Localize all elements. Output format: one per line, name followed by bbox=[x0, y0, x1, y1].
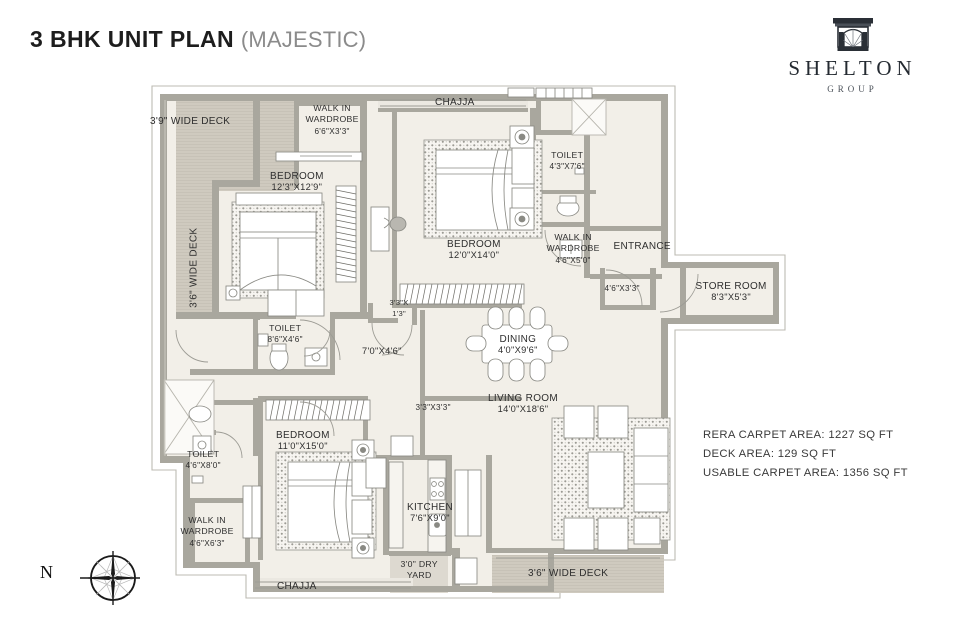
toilet-fixtures-common bbox=[257, 333, 328, 371]
brand-name: SHELTON bbox=[788, 56, 917, 80]
wardrobe-hatch-bedroom-3 bbox=[265, 399, 371, 421]
duct-top-right bbox=[571, 98, 607, 136]
compass-north-label: N bbox=[40, 562, 53, 582]
compass-rose: N bbox=[40, 540, 150, 615]
bed-bedroom-3 bbox=[242, 439, 377, 559]
page-title-main: 3 BHK UNIT PLAN bbox=[30, 26, 235, 52]
bed-master bbox=[423, 125, 543, 239]
sink-icon bbox=[428, 513, 447, 537]
kitchen-fixtures bbox=[365, 435, 482, 585]
wardrobe-shelf-1 bbox=[275, 151, 363, 162]
store-room-fill bbox=[686, 266, 774, 320]
area-legend: RERA CARPET AREA: 1227 SQ FT DECK AREA: … bbox=[703, 426, 908, 483]
bed-bedroom-1 bbox=[225, 192, 325, 317]
archway-gate-icon bbox=[775, 18, 930, 52]
living-room-furniture bbox=[551, 405, 671, 551]
utility-counter-top bbox=[507, 87, 593, 99]
duct-shafts bbox=[163, 98, 607, 455]
deck-area: DECK AREA: 129 SQ FT bbox=[703, 448, 837, 460]
rera-carpet-area: RERA CARPET AREA: 1227 SQ FT bbox=[703, 429, 894, 441]
compass-rose-icon bbox=[80, 551, 140, 605]
hob-icon bbox=[429, 477, 446, 501]
brand-group: GROUP bbox=[827, 84, 878, 94]
desk-master bbox=[370, 206, 407, 252]
windows bbox=[164, 99, 660, 589]
usable-carpet-area: USABLE CARPET AREA: 1356 SQ FT bbox=[703, 467, 908, 479]
dining-table bbox=[465, 306, 569, 382]
door-swings bbox=[175, 229, 699, 459]
toilet-fixtures-3 bbox=[188, 405, 212, 484]
toilet-fixtures-master bbox=[556, 167, 585, 259]
wardrobe-hatch-bedroom-1 bbox=[335, 185, 357, 283]
page-title: 3 BHK UNIT PLAN (MAJESTIC) bbox=[30, 26, 366, 53]
deck-left-fill bbox=[176, 96, 212, 316]
wardrobe-master-hatch bbox=[399, 283, 525, 305]
brand-logo: SHELTON GROUP bbox=[775, 18, 930, 94]
furniture bbox=[188, 87, 671, 585]
page-title-sub: (MAJESTIC) bbox=[240, 27, 367, 52]
